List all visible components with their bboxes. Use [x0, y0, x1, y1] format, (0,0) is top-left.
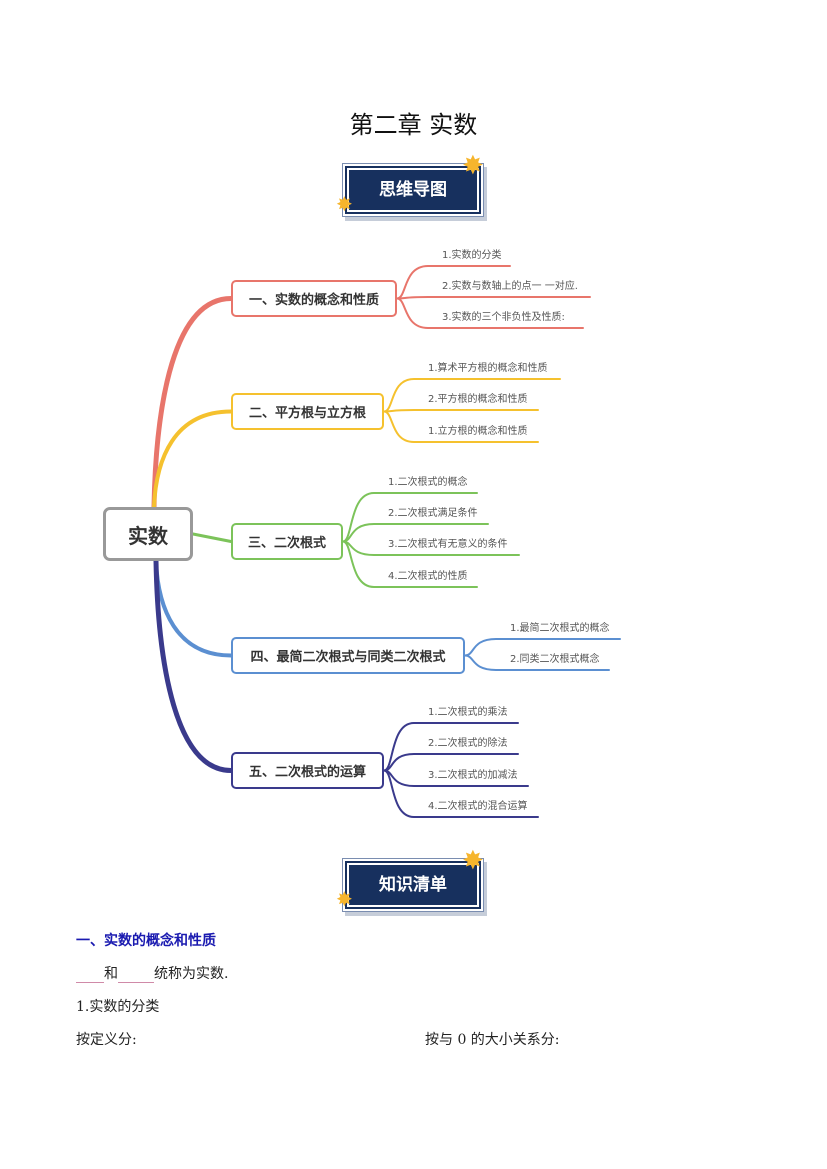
- star-icon: ✸: [462, 846, 484, 876]
- leaf-connector: [396, 297, 584, 329]
- leaf-node[interactable]: 3.实数的三个非负性及性质:: [442, 312, 565, 323]
- page-title: 第二章 实数: [349, 111, 478, 139]
- leaf-connector: [396, 265, 511, 300]
- text-rest: 统称为实数.: [154, 966, 229, 982]
- leaf-connector: [383, 769, 539, 818]
- branch-node[interactable]: 三、二次根式: [231, 523, 343, 560]
- leaf-connector: [342, 540, 478, 588]
- leaf-connector: [396, 296, 591, 300]
- leaf-connector: [383, 378, 561, 413]
- leaf-node[interactable]: 2.同类二次根式概念: [510, 654, 600, 665]
- section-heading: 一、实数的概念和性质: [76, 933, 216, 949]
- leaf-connector: [464, 654, 610, 671]
- item-classification: 1.实数的分类: [76, 999, 160, 1015]
- leaf-connector: [464, 638, 621, 657]
- leaf-node[interactable]: 1.实数的分类: [442, 250, 502, 261]
- blank-field[interactable]: [76, 968, 104, 983]
- branch-node[interactable]: 五、二次根式的运算: [231, 752, 384, 789]
- text-and: 和: [104, 966, 118, 982]
- leaf-node[interactable]: 4.二次根式的混合运算: [428, 801, 528, 812]
- trunk-branch: [151, 296, 234, 510]
- by-zero-label: 按与 0 的大小关系分:: [425, 1032, 560, 1048]
- by-definition-label: 按定义分:: [76, 1032, 137, 1048]
- leaf-node[interactable]: 1.最简二次根式的概念: [510, 623, 610, 634]
- leaf-node[interactable]: 4.二次根式的性质: [388, 571, 468, 582]
- leaf-node[interactable]: 3.二次根式的加减法: [428, 770, 518, 781]
- fill-in-line: 和 统称为实数.: [76, 963, 228, 983]
- leaf-node[interactable]: 1.二次根式的乘法: [428, 707, 508, 718]
- leaf-node[interactable]: 2.实数与数轴上的点一 一对应.: [442, 281, 578, 292]
- leaf-connector: [383, 409, 539, 413]
- branch-node[interactable]: 四、最简二次根式与同类二次根式: [231, 637, 465, 674]
- leaf-node[interactable]: 1.二次根式的概念: [388, 477, 468, 488]
- trunk-branch: [152, 409, 233, 509]
- branch-node[interactable]: 一、实数的概念和性质: [231, 280, 397, 317]
- blank-field[interactable]: [118, 968, 154, 983]
- leaf-node[interactable]: 1.算术平方根的概念和性质: [428, 363, 548, 374]
- trunk-branch: [153, 558, 234, 773]
- trunk-branch: [154, 559, 233, 658]
- leaf-node[interactable]: 3.二次根式有无意义的条件: [388, 539, 508, 550]
- leaf-node[interactable]: 2.二次根式的除法: [428, 738, 508, 749]
- knowledge-banner: 知识清单: [345, 861, 481, 909]
- star-icon: ✸: [336, 192, 353, 216]
- leaf-connector: [383, 410, 539, 443]
- leaf-node[interactable]: 1.立方根的概念和性质: [428, 426, 528, 437]
- root-node[interactable]: 实数: [103, 507, 193, 561]
- trunk-branch: [191, 532, 233, 543]
- leaf-connector: [342, 523, 489, 543]
- branch-node[interactable]: 二、平方根与立方根: [231, 393, 384, 430]
- leaf-node[interactable]: 2.二次根式满足条件: [388, 508, 478, 519]
- star-icon: ✸: [462, 151, 484, 181]
- leaf-node[interactable]: 2.平方根的概念和性质: [428, 394, 528, 405]
- star-icon: ✸: [336, 887, 353, 911]
- mindmap-banner: 思维导图: [345, 166, 481, 214]
- leaf-connector: [383, 753, 519, 772]
